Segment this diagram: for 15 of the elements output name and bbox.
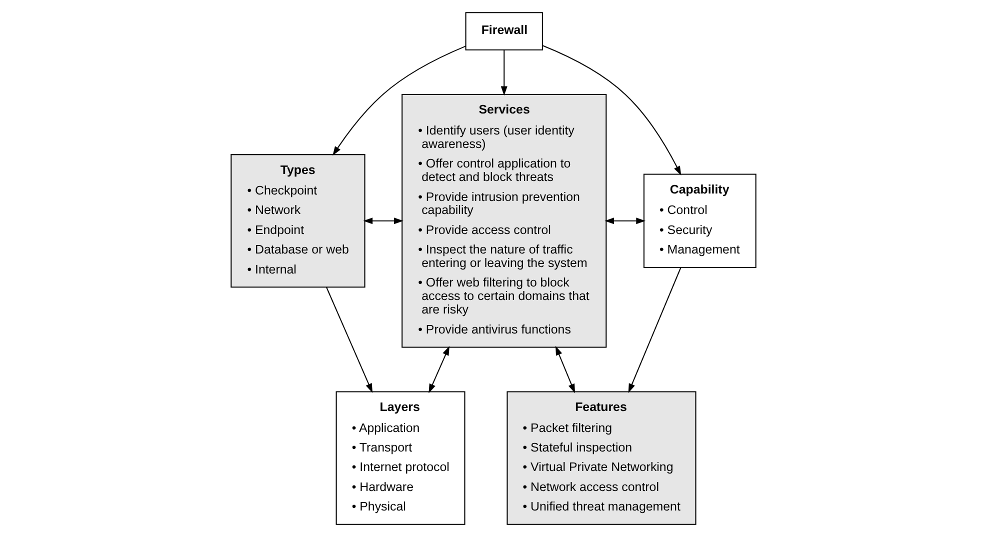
node-box: Firewall — [465, 12, 543, 50]
arrow — [542, 45, 682, 176]
node-box: Types • Checkpoint • Network • Endpoint • Database or web • Internal — [230, 154, 366, 288]
arrow — [628, 267, 682, 393]
arrow — [326, 287, 373, 393]
arrow — [363, 218, 404, 224]
node-box: Services • Identify users (user identity awareness) • Offer control application to detect and block threats • Provide intrusion prevention capability • Provide access control • Inspect the nature of traffic entering or leaving the system • Offer web filtering to block access to certain domains that are risky • Provide antivirus functions — [402, 94, 607, 348]
arrow — [428, 346, 450, 394]
node-box: Capability • Control • Security • Management — [643, 174, 756, 268]
node-box: Features • Packet filtering • Stateful inspection • Virtual Private Networking • Network access control • Unified threat management — [506, 391, 696, 525]
arrow — [604, 218, 646, 224]
node-box: Layers • Application • Transport • Internet protocol • Hardware • Physical — [336, 391, 466, 525]
arrow — [555, 346, 576, 394]
arrow — [332, 46, 466, 156]
arrow — [500, 50, 508, 96]
